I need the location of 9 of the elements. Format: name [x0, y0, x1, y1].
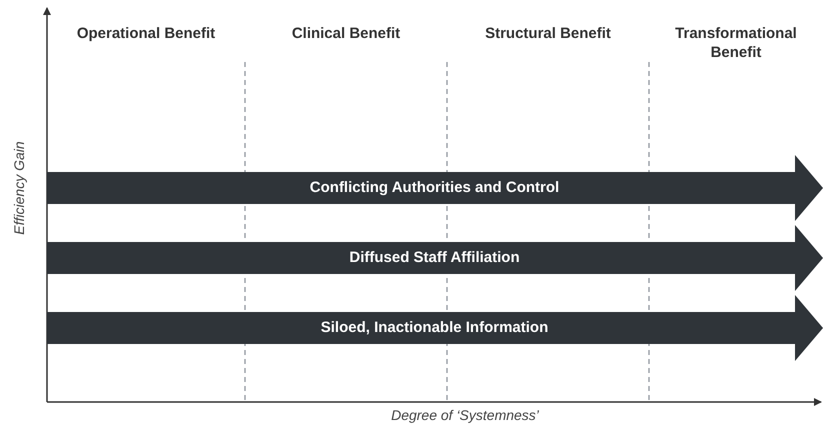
column-heading: Operational Benefit: [76, 24, 216, 43]
axis-title: Degree of ‘Systemness’: [390, 407, 540, 423]
arrow-label: Siloed, Inactionable Information: [320, 319, 550, 336]
column-heading: Clinical Benefit: [290, 24, 402, 43]
column-heading: Transformational Benefit: [674, 24, 798, 62]
arrow-label: Conflicting Authorities and Control: [308, 179, 560, 196]
axis-title: Efficiency Gain: [11, 140, 27, 237]
arrow-label: Diffused Staff Affiliation: [348, 249, 521, 266]
column-heading: Structural Benefit: [484, 24, 612, 43]
